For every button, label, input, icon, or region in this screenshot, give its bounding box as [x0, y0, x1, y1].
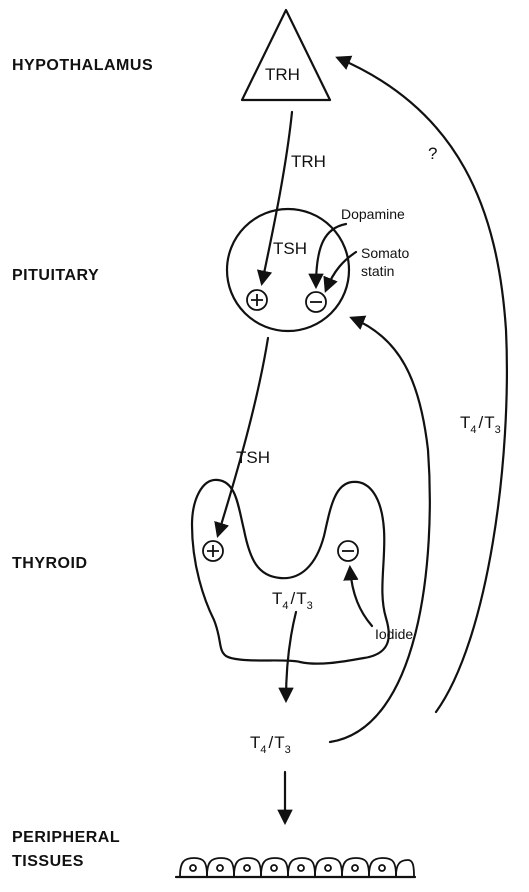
pituitary-circle [227, 209, 349, 331]
iodide-label: Iodide [375, 626, 413, 642]
dopamine-arrow [316, 224, 346, 286]
pituitary-minus-icon [306, 292, 326, 312]
hypothalamus-triangle [242, 10, 330, 100]
trh-arrow-label: TRH [291, 152, 326, 171]
t4-t3-circulating-label: T4/T3 [250, 733, 291, 756]
pituitary-plus-icon [247, 290, 267, 310]
somatostatin-label-line2: statin [361, 263, 394, 279]
iodide-arrow [350, 568, 372, 626]
svg-text:T4/T3: T4/T3 [272, 589, 313, 612]
somatostatin-arrow [326, 252, 356, 290]
label-tissues: TISSUES [12, 853, 84, 870]
t4-t3-thyroid-label: T4/T3 [272, 589, 313, 612]
tsh-arrow-label: TSH [236, 448, 270, 467]
label-pituitary: PITUITARY [12, 267, 99, 284]
tsh-circle-label: TSH [273, 239, 307, 258]
label-thyroid: THYROID [12, 555, 88, 572]
thyroid-minus-icon [338, 541, 358, 561]
svg-text:T4/T3: T4/T3 [460, 413, 501, 436]
label-hypothalamus: HYPOTHALAMUS [12, 57, 153, 74]
label-peripheral: PERIPHERAL [12, 829, 120, 846]
feedback-pituitary-arrow [330, 318, 430, 742]
thyroid-plus-icon [203, 541, 223, 561]
trh-triangle-label: TRH [265, 65, 300, 84]
tsh-arrow [218, 338, 268, 535]
svg-text:T4/T3: T4/T3 [250, 733, 291, 756]
somatostatin-label-line1: Somato [361, 245, 409, 261]
thyroid-output-arrow [286, 612, 296, 700]
t4-t3-feedback-label: T4/T3 [460, 413, 501, 436]
peripheral-tissue-cells [176, 858, 415, 877]
question-mark-label: ? [428, 144, 437, 163]
dopamine-label: Dopamine [341, 206, 405, 222]
